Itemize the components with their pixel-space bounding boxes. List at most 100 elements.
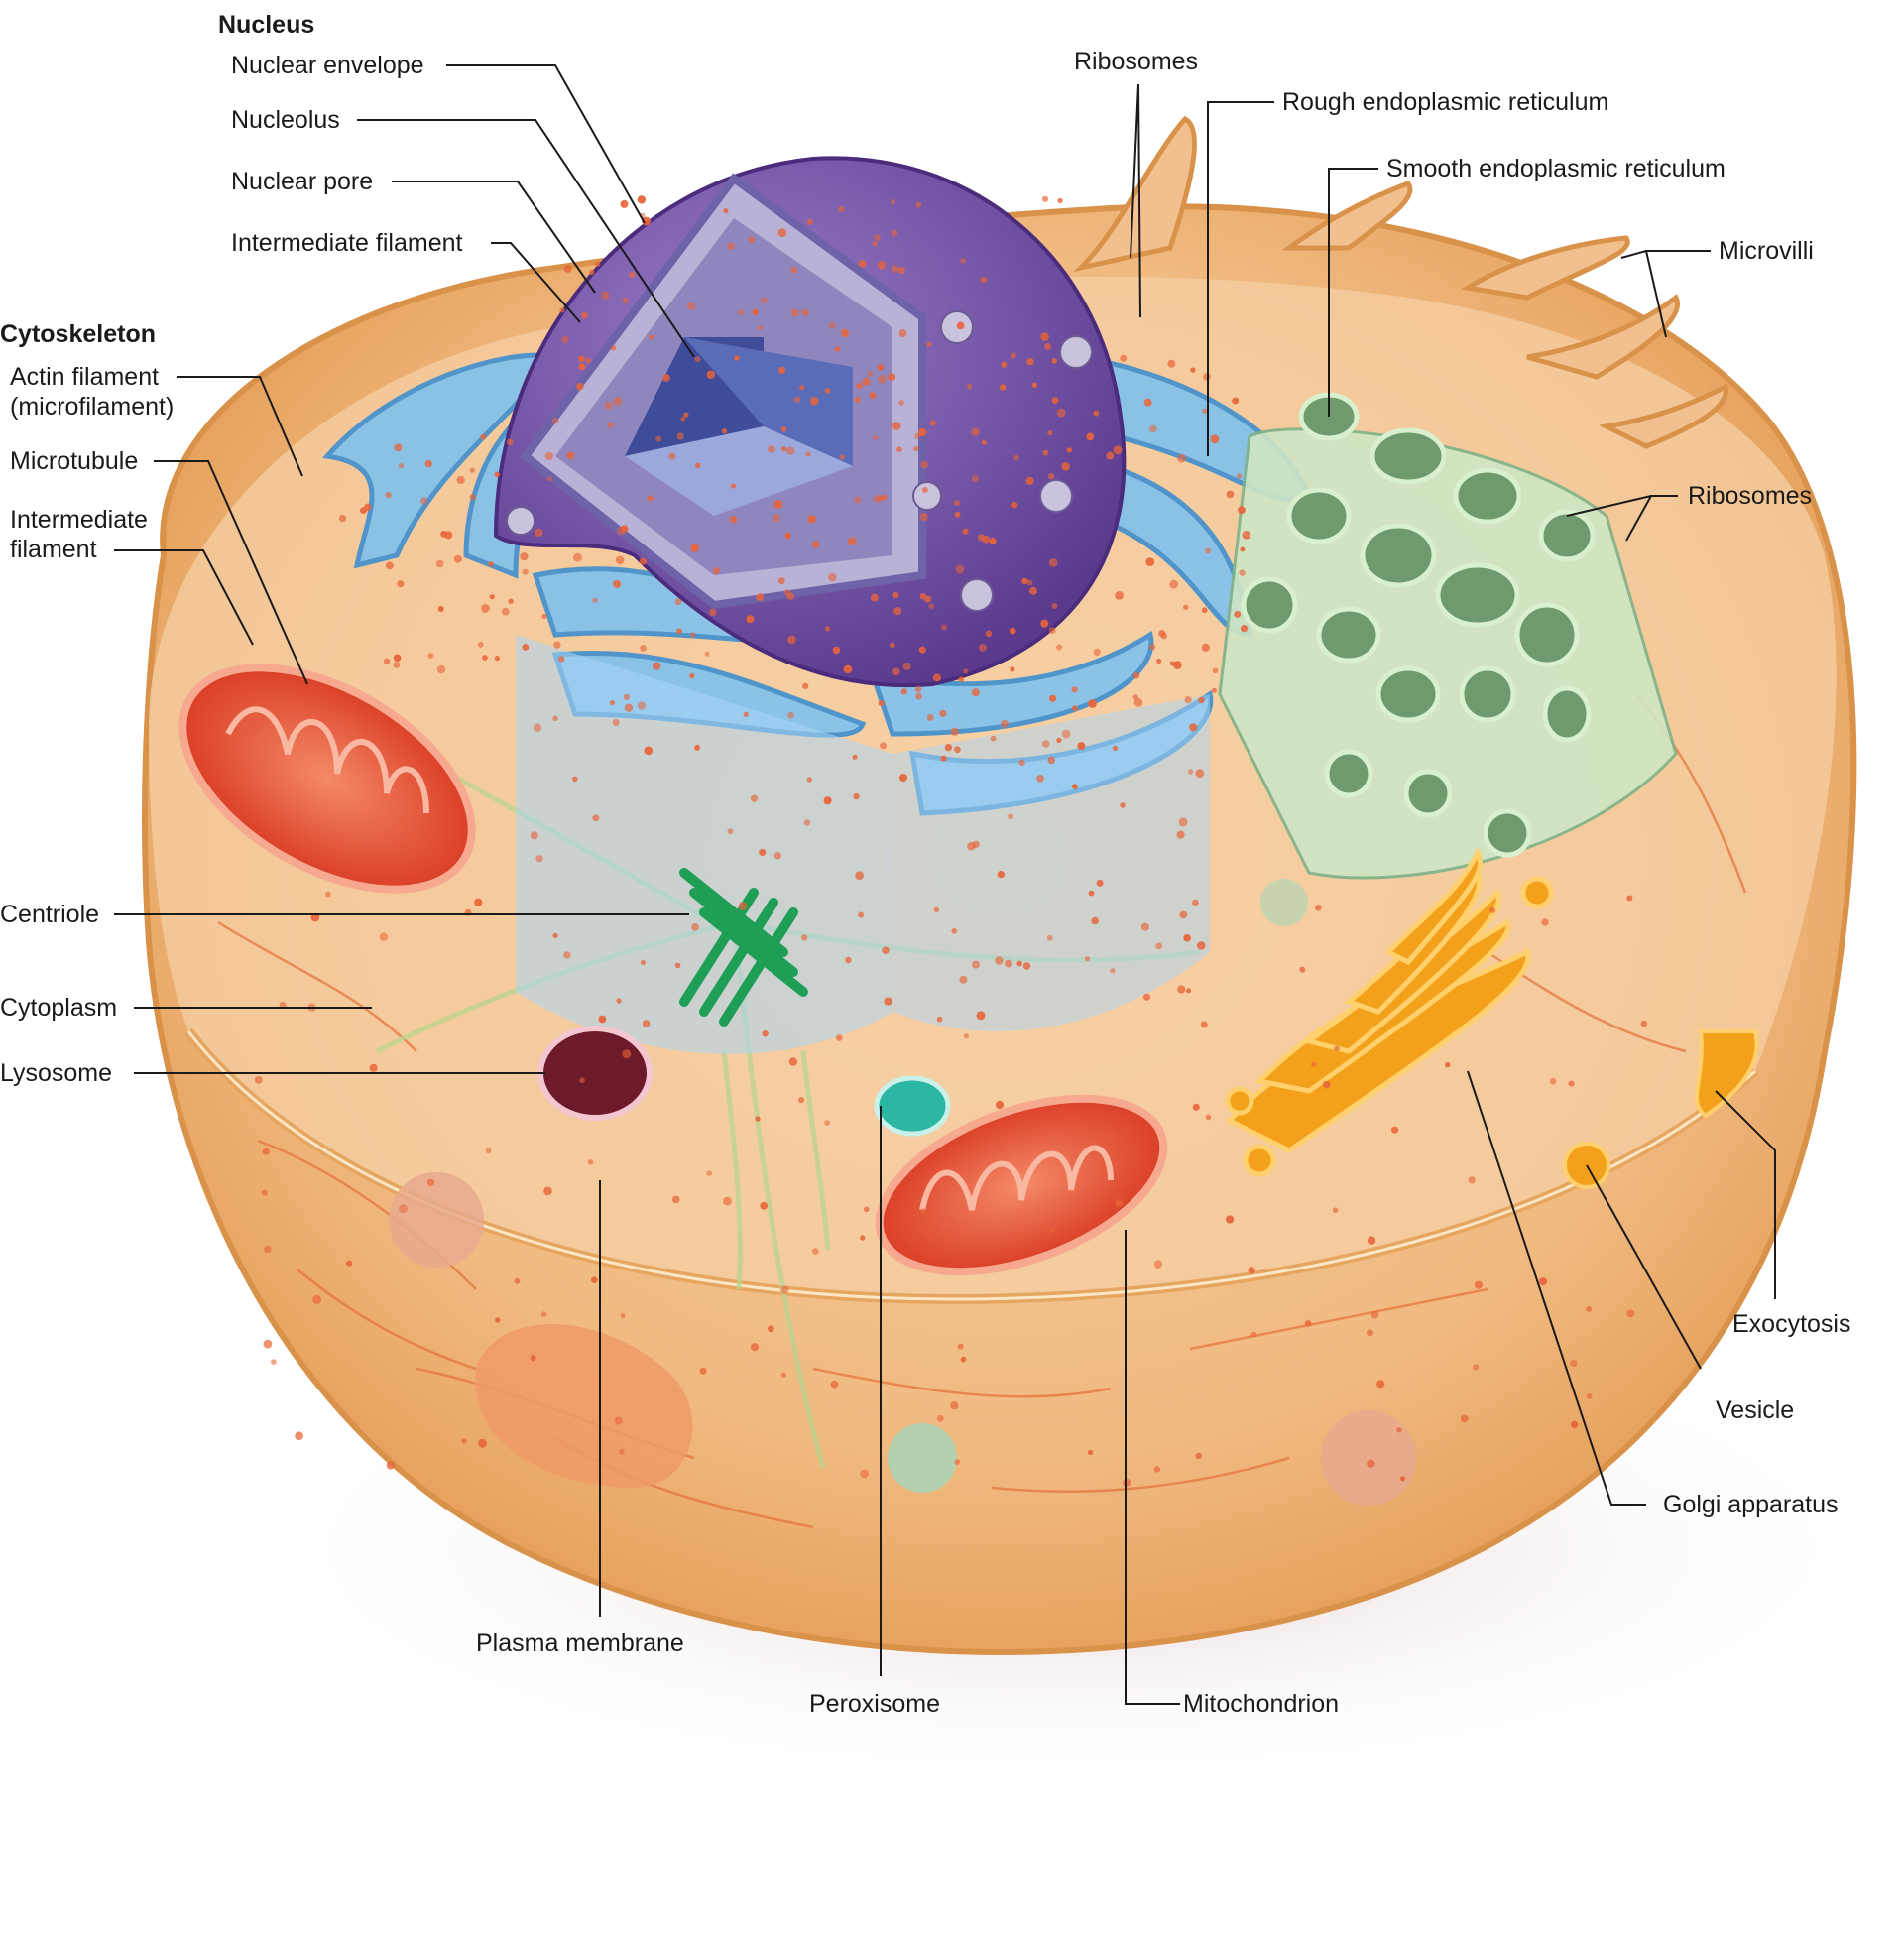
ribosome-dot (800, 934, 808, 941)
centriole (679, 868, 808, 1027)
ribosome-dot (858, 911, 865, 918)
ribosome-dot (806, 777, 812, 783)
ribosome-dot (426, 1178, 435, 1187)
ribosome-dot (1087, 1449, 1094, 1456)
ribosome-dot (506, 438, 514, 446)
ribosome-dot (939, 709, 947, 718)
ribosome-dot (1142, 993, 1151, 1001)
ribosome-dot (1036, 775, 1044, 783)
ribosome-dot (1112, 745, 1119, 752)
ribosome-dot (1010, 666, 1015, 672)
ribosome-dot (1248, 1267, 1255, 1274)
leader-lines (114, 64, 1776, 1705)
ribosome-dot (801, 309, 809, 316)
ribosome-dot (386, 561, 394, 570)
ribosome-dot (622, 1049, 632, 1059)
ribosome-dot (758, 325, 764, 331)
ribosome-dot (898, 400, 904, 406)
ribosome-dot (1367, 1459, 1375, 1468)
ribosome-dot (674, 598, 682, 606)
ribosome-dot (929, 420, 936, 426)
ribosome-dot (706, 1170, 712, 1176)
label-microtubule: Microtubule (10, 447, 139, 475)
ribosome-dot (926, 714, 934, 721)
microvilli (1073, 115, 1728, 449)
ribosome-dot (1025, 476, 1034, 485)
ribosome-dot (777, 228, 787, 238)
ribosome-dot (1084, 956, 1091, 962)
ribosome-dot (1047, 430, 1053, 436)
ribosome-dot (1051, 358, 1057, 364)
ribosome-dot (1001, 719, 1009, 728)
leader-intermediate-filament-cyto (114, 549, 254, 646)
ribosome-dot (933, 906, 940, 912)
ribosome-dot (1242, 531, 1251, 540)
ribosome-dot (386, 1461, 396, 1470)
label-nuclear-envelope: Nuclear envelope (231, 52, 424, 79)
ribosome-dot (1250, 1331, 1257, 1338)
ribosome-dot (683, 412, 689, 418)
ribosome-dot (1018, 759, 1025, 767)
ribosome-dot (469, 493, 477, 501)
cell-inclusions (389, 879, 1416, 1506)
ribosome-dot (767, 1325, 774, 1333)
ribosome-dot (839, 454, 845, 460)
ribosome-dot (615, 555, 625, 565)
ribosome-dot (999, 384, 1007, 391)
ribosome-dot (862, 377, 871, 386)
ribosome-dot (892, 592, 899, 598)
ribosome-dot (551, 417, 559, 424)
ribosome-dot (950, 727, 959, 736)
ribosome-dot (1123, 1478, 1131, 1488)
ribosome-dot (546, 476, 553, 482)
ribosome-dot (637, 195, 647, 204)
ribosome-dot (811, 541, 820, 548)
ribosome-dot (932, 673, 941, 682)
ribosome-dot (790, 308, 799, 317)
ribosome-dot (478, 1438, 487, 1448)
ribosome-dot (1040, 619, 1049, 628)
ribosome-dot (799, 385, 805, 391)
ribosome-dot (858, 260, 867, 268)
ribosome-dot (1234, 610, 1242, 618)
ribosome-dot (676, 432, 684, 440)
ribosome-dot (394, 443, 403, 452)
ribosome-dot (456, 475, 465, 485)
ribosome-dot (976, 1011, 986, 1021)
ribosome-dot (398, 463, 405, 469)
ribosome-dot (1013, 454, 1019, 461)
ribosome-dot (997, 870, 1006, 879)
ribosome-dot (1204, 547, 1212, 554)
ribosome-dot (915, 692, 923, 700)
ribosome-dot (262, 1148, 270, 1155)
ribosome-dot (544, 451, 554, 461)
ribosome-dot (699, 1367, 707, 1375)
ribosome-dot (762, 1030, 769, 1037)
ribosome-dot (963, 1033, 970, 1039)
ribosome-dot (427, 653, 434, 659)
ribosome-dot (690, 544, 699, 552)
ribosome-dot (578, 355, 585, 362)
ribosome-dot (1332, 1207, 1339, 1213)
ribosome-dot (869, 392, 877, 399)
ribosome-dot (958, 676, 965, 682)
ribosome-dot (594, 261, 601, 268)
ribosome-dot (1041, 195, 1049, 202)
ribosome-dot (748, 236, 756, 244)
ribosome-dot (985, 630, 993, 638)
ribosome-dot (397, 580, 405, 588)
ribosome-dot (530, 1355, 536, 1362)
ribosome-dot (926, 341, 932, 347)
ribosome-dot (453, 554, 462, 563)
nucleus (493, 156, 1127, 688)
ribosome-dot (1071, 686, 1078, 693)
ribosome-dot (620, 1312, 626, 1319)
ribosome-dot (944, 743, 953, 752)
ribosome-dot (784, 532, 791, 540)
ribosome-dot (393, 654, 402, 663)
ribosome-dot (435, 559, 444, 568)
ribosome-dot (637, 701, 647, 710)
ribosome-dot (1195, 769, 1205, 779)
ribosome-dot (514, 1277, 521, 1284)
ribosome-dot (838, 206, 845, 213)
